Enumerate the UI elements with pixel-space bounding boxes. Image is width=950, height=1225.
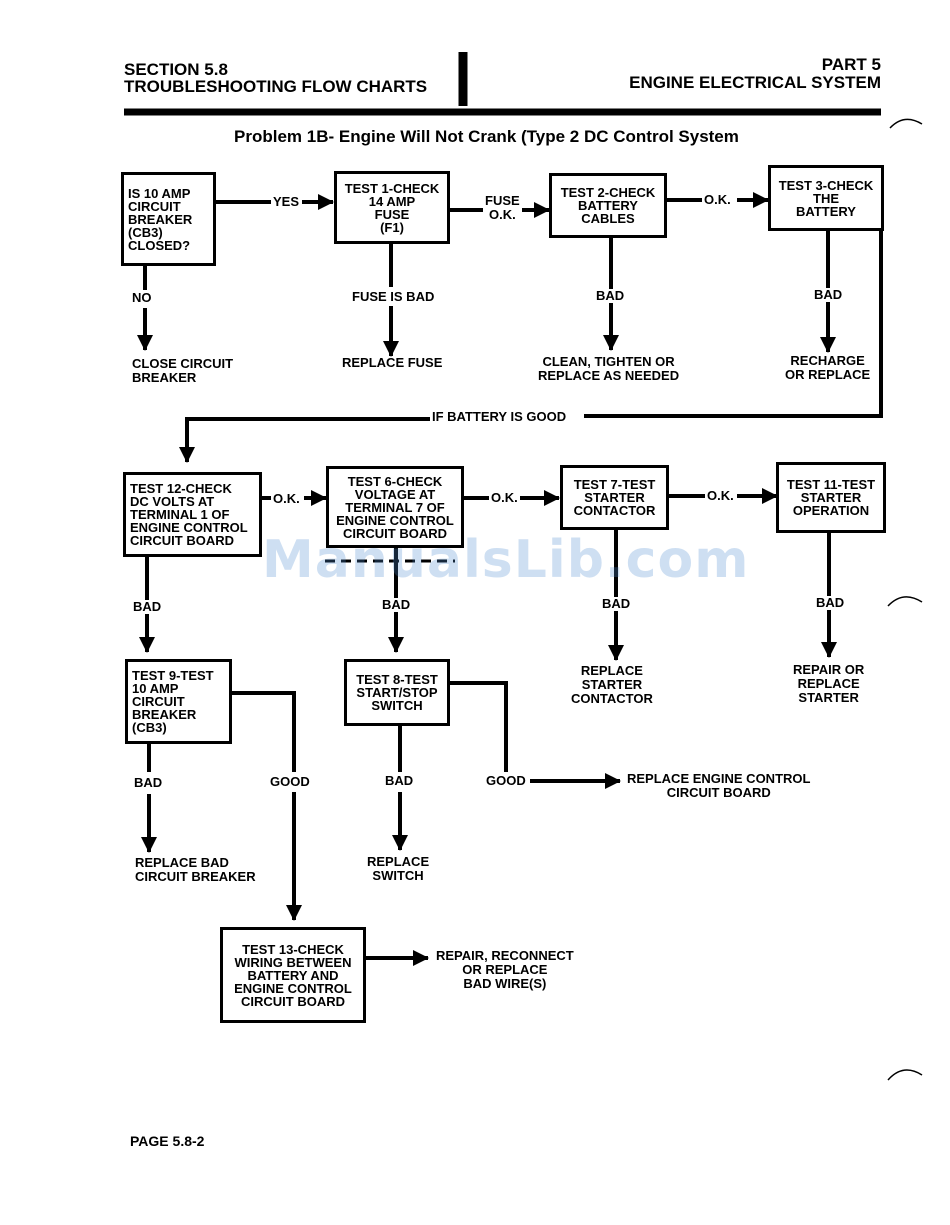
connector-battery-good-right [584, 229, 883, 418]
page-number: PAGE 5.8-2 [130, 1133, 205, 1149]
label-bad-test6: BAD [380, 597, 413, 612]
margin-marks [325, 118, 923, 1081]
label-bad-test3: BAD [812, 287, 845, 302]
label-bad-test7: BAD [600, 596, 633, 611]
label-bad-test8: BAD [383, 773, 416, 788]
section-title: TROUBLESHOOTING FLOW CHARTS [124, 77, 428, 96]
label-if-battery-good: IF BATTERY IS GOOD [430, 409, 569, 424]
watermark: ManualsLib.com [262, 530, 750, 590]
label-no: NO [130, 290, 154, 305]
label-bad-test11: BAD [814, 595, 847, 610]
label-ok-test7: O.K. [705, 488, 736, 503]
label-bad-test12: BAD [131, 599, 164, 614]
section-number: SECTION 5.8 [124, 60, 228, 79]
outcome-replace-fuse: REPLACE FUSE [342, 355, 443, 370]
label-bad-test2: BAD [594, 288, 627, 303]
arrow-to-test12 [179, 417, 430, 463]
label-yes: YES [271, 194, 302, 209]
label-good-test8: GOOD [484, 773, 528, 788]
part-title: ENGINE ELECTRICAL SYSTEM [629, 73, 881, 92]
label-ok-test6: O.K. [489, 490, 520, 505]
label-ok-test2: O.K. [702, 192, 733, 207]
label-ok-test12: O.K. [271, 491, 302, 506]
connector-test9-good [231, 691, 296, 772]
label-fuse-is-bad: FUSE IS BAD [350, 289, 437, 304]
label-good-test9: GOOD [268, 774, 312, 789]
connector-test8-good [448, 681, 508, 772]
label-bad-test9: BAD [132, 775, 165, 790]
chart-title: Problem 1B- Engine Will Not Crank (Type … [234, 127, 739, 146]
part-number: PART 5 [821, 55, 881, 74]
